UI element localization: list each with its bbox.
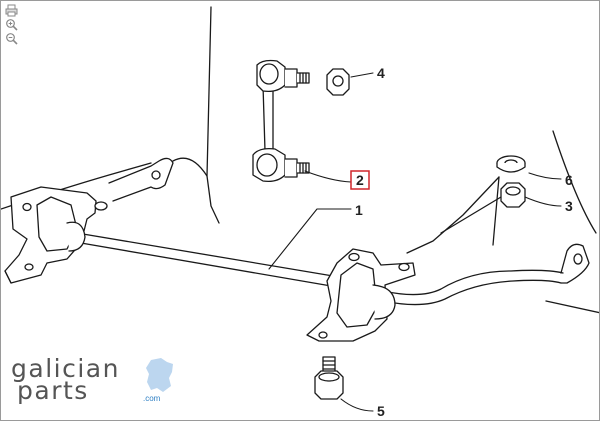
zoom-out-icon[interactable] [5,32,18,45]
callout-3[interactable]: 3 [565,198,573,214]
zoom-in-icon[interactable] [5,18,18,31]
callout-4[interactable]: 4 [377,65,385,81]
stabilizer-bar[interactable] [26,157,590,306]
viewer-toolbar [5,4,19,46]
nut-part-3[interactable] [500,182,526,208]
callout-1[interactable]: 1 [355,202,363,218]
logo-word-parts: parts [17,376,89,405]
galicia-map-icon [146,358,173,392]
callout-6[interactable]: 6 [565,172,573,188]
bolt-part-5[interactable] [314,356,344,400]
washer-part-6[interactable] [496,155,526,173]
body-outline-lines [1,6,599,314]
callout-labels: 1 2 3 4 5 6 [350,65,573,419]
logo-domain: .com [143,394,161,403]
galicianparts-logo: galician parts .com [11,356,181,408]
callout-highlight-box [350,170,370,190]
callout-5[interactable]: 5 [377,403,385,419]
logo-word-galician: galician [11,354,120,383]
right-bushing-bracket[interactable] [306,248,416,342]
left-bushing-bracket[interactable] [4,186,108,284]
stabilizer-link[interactable] [252,59,310,183]
printer-icon[interactable] [5,4,18,17]
leader-lines [268,72,562,412]
flange-nut-part-4[interactable] [326,68,350,96]
callout-2[interactable]: 2 [356,172,364,188]
